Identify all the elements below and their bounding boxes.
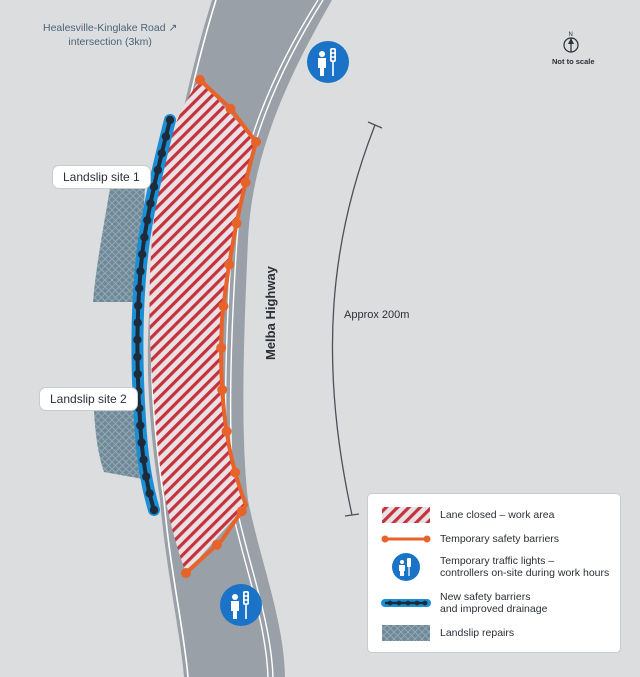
intersection-line-1: Healesville-Kinglake Road <box>43 22 166 34</box>
north-label: N <box>569 32 573 38</box>
barrier-post <box>133 352 142 362</box>
barrier-post <box>143 216 152 225</box>
barrier-post <box>240 177 251 188</box>
barrier-post <box>153 165 162 175</box>
barrier-post <box>218 301 229 312</box>
barrier-post <box>149 505 159 515</box>
barrier-post <box>216 342 227 353</box>
legend-label-line-2: and improved drainage <box>440 603 548 615</box>
landslip-repair-site-1 <box>93 188 145 302</box>
north-arrow <box>563 37 579 53</box>
road-centre-line-2 <box>229 0 324 677</box>
legend: Lane closed – work area Temporary safety… <box>367 493 621 653</box>
barrier-post <box>135 404 144 413</box>
barrier-post <box>133 318 142 327</box>
barrier-post <box>157 149 166 158</box>
barrier-post <box>161 132 171 141</box>
traffic-light-south <box>220 584 262 626</box>
scale-note: Not to scale <box>552 57 595 66</box>
legend-label: New safety barriers <box>440 591 531 603</box>
barrier-post <box>217 384 228 395</box>
barrier-post <box>140 233 149 242</box>
barrier-post <box>146 199 155 208</box>
barrier-post <box>165 115 175 125</box>
barrier-post <box>236 506 247 517</box>
legend-item-new-barriers: New safety barriers and improved drainag… <box>380 588 620 618</box>
barrier-post <box>231 218 242 229</box>
road-name: Melba Highway <box>263 265 278 360</box>
barrier-post <box>195 75 205 85</box>
barrier-post <box>224 259 235 270</box>
legend-label: Temporary traffic lights – <box>440 555 555 567</box>
barrier-post <box>133 335 142 344</box>
distance-bracket-cap-top <box>367 121 383 129</box>
barrier-post <box>142 472 151 481</box>
traffic-light-north <box>307 41 349 83</box>
barrier-post <box>181 568 191 578</box>
legend-item-temporary-barriers: Temporary safety barriers <box>380 524 620 554</box>
legend-label: Temporary safety barriers <box>440 533 560 545</box>
arrow-up-right-icon: ↗ <box>168 22 178 34</box>
legend-item-landslip-repairs: Landslip repairs <box>380 618 620 648</box>
barrier-post <box>221 426 232 437</box>
distance-bracket <box>331 124 376 516</box>
landslip-site-2-callout: Landslip site 2 <box>40 388 137 410</box>
barrier-post <box>251 136 261 147</box>
legend-item-traffic-lights: Temporary traffic lights – controllers o… <box>380 552 620 582</box>
lane-closed-swatch <box>382 507 430 523</box>
barrier-post <box>133 369 142 379</box>
temporary-barrier-swatch <box>381 535 431 543</box>
barrier-post <box>211 539 222 550</box>
distance-bracket-cap-bottom <box>344 513 360 517</box>
temporary-barrier-posts <box>181 75 261 578</box>
barrier-post <box>137 438 146 447</box>
intersection-line-2: intersection (3km) <box>68 36 152 48</box>
barrier-post <box>136 267 145 276</box>
distance-label: Approx 200m <box>344 309 409 321</box>
barrier-post <box>138 250 147 259</box>
landslip-site-1-callout: Landslip site 1 <box>53 166 150 188</box>
legend-label: Lane closed – work area <box>440 509 555 521</box>
barrier-post <box>145 489 154 498</box>
barrier-post <box>225 103 236 114</box>
barrier-post <box>230 467 241 478</box>
new-barrier-swatch <box>381 599 431 607</box>
barrier-post <box>134 301 143 310</box>
barrier-post <box>136 421 145 430</box>
intersection-note: Healesville-Kinglake Road ↗ intersection… <box>43 21 177 49</box>
legend-label: Landslip repairs <box>440 627 515 639</box>
barrier-post <box>139 455 148 464</box>
landslip-swatch <box>382 625 430 641</box>
road-centre-line <box>224 0 319 677</box>
barrier-post <box>149 182 159 191</box>
barrier-post <box>135 284 144 293</box>
legend-label-line-2: controllers on-site during work hours <box>440 567 610 579</box>
traffic-light-icon <box>392 553 420 581</box>
legend-item-lane-closed: Lane closed – work area <box>380 500 620 530</box>
